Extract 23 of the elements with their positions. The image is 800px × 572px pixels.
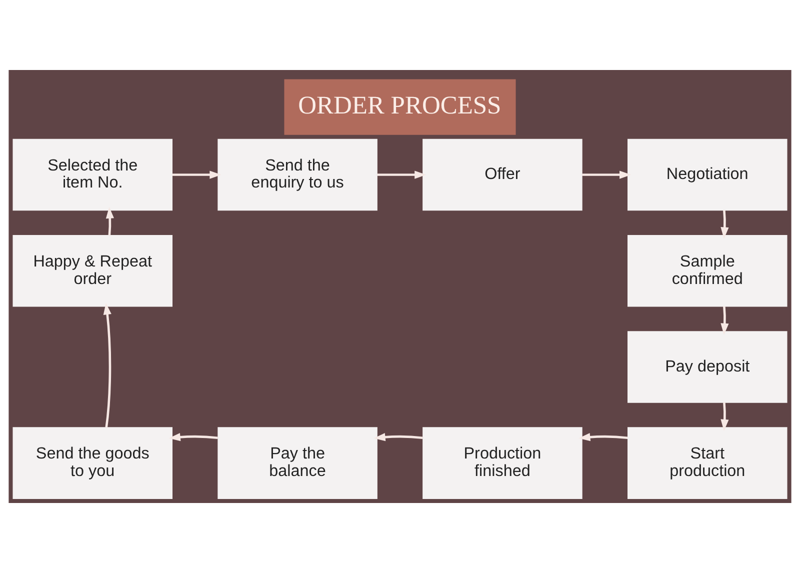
arrow <box>720 306 729 334</box>
arrow <box>172 170 222 178</box>
node-box: Start production <box>628 426 788 498</box>
arrow <box>720 210 729 238</box>
arrow <box>582 170 632 178</box>
arrow <box>168 432 218 441</box>
node-box: Sample confirmed <box>628 234 788 306</box>
node-box: Pay deposit <box>628 330 788 402</box>
node-box: Offer <box>422 138 582 210</box>
node-box: Send the enquiry to us <box>218 138 378 210</box>
node-box: Negotiation <box>628 138 788 210</box>
node-box: Pay the balance <box>218 426 378 498</box>
arrow <box>106 206 114 235</box>
node-box: Production finished <box>422 426 582 498</box>
arrow <box>720 402 729 431</box>
arrow <box>374 432 423 441</box>
arrow <box>377 170 426 178</box>
node-box: Happy & Repeat order <box>12 234 172 306</box>
node-box: Send the goods to you <box>12 426 172 498</box>
node-box: Selected the item No. <box>12 138 172 210</box>
arrow <box>103 302 112 428</box>
diagram-title: ORDER PROCESS <box>298 90 502 120</box>
arrow <box>578 432 628 441</box>
